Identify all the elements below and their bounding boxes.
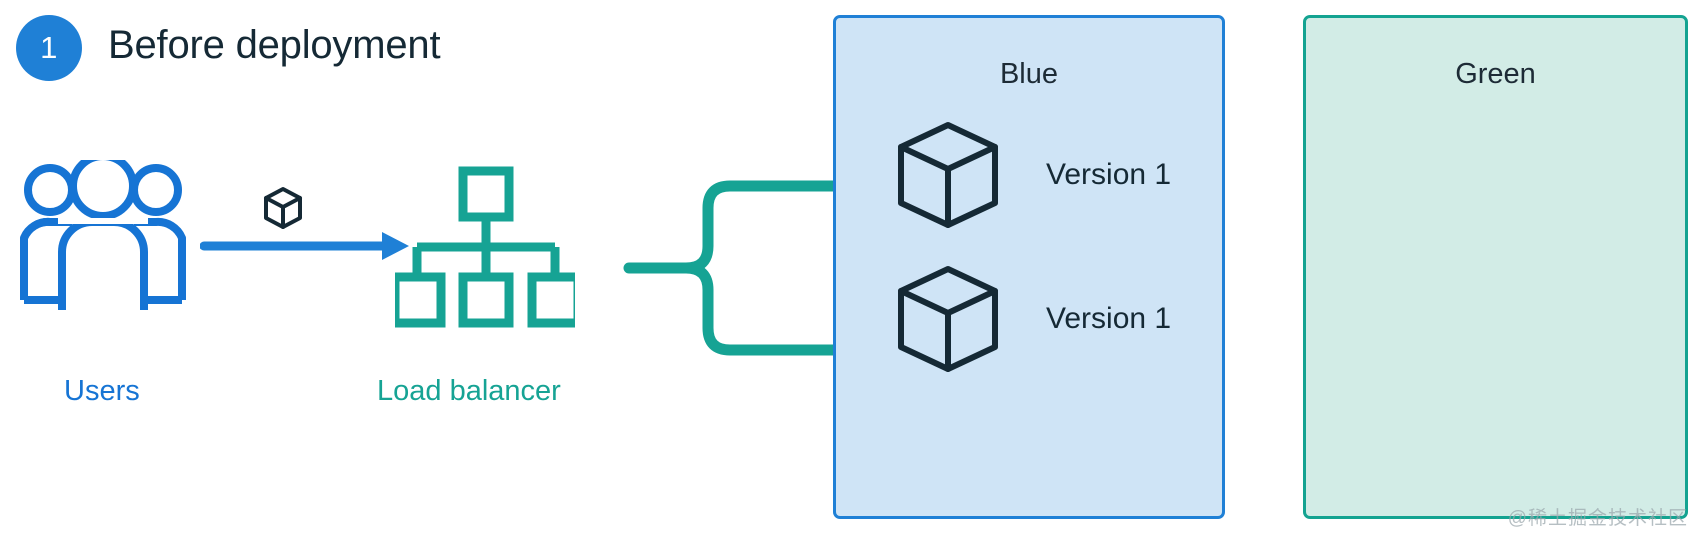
load-balancer-label: Load balancer <box>377 375 561 407</box>
cube-icon <box>264 187 302 229</box>
environment-title-green: Green <box>1455 58 1536 90</box>
step-number: 1 <box>40 30 58 65</box>
page-title: Before deployment <box>108 23 441 67</box>
environment-title-blue: Blue <box>999 58 1059 90</box>
step-number-badge: 1 <box>16 15 82 81</box>
users-label: Users <box>64 375 140 407</box>
instance-label: Version 1 <box>1046 158 1172 191</box>
users-group-icon <box>20 160 186 310</box>
environment-panel-blue[interactable]: Blue Version 1 Version 1 <box>833 15 1225 519</box>
watermark: @稀土掘金技术社区 <box>1507 508 1688 529</box>
cube-icon <box>898 122 998 228</box>
instance-row: Version 1 <box>896 120 1171 230</box>
cube-icon <box>898 266 998 372</box>
instance-label: Version 1 <box>1046 302 1172 335</box>
instance-row: Version 1 <box>896 264 1171 374</box>
arrow-right-icon <box>200 232 409 260</box>
environment-panel-green[interactable]: Green <box>1303 15 1688 519</box>
hierarchy-icon <box>395 166 575 328</box>
